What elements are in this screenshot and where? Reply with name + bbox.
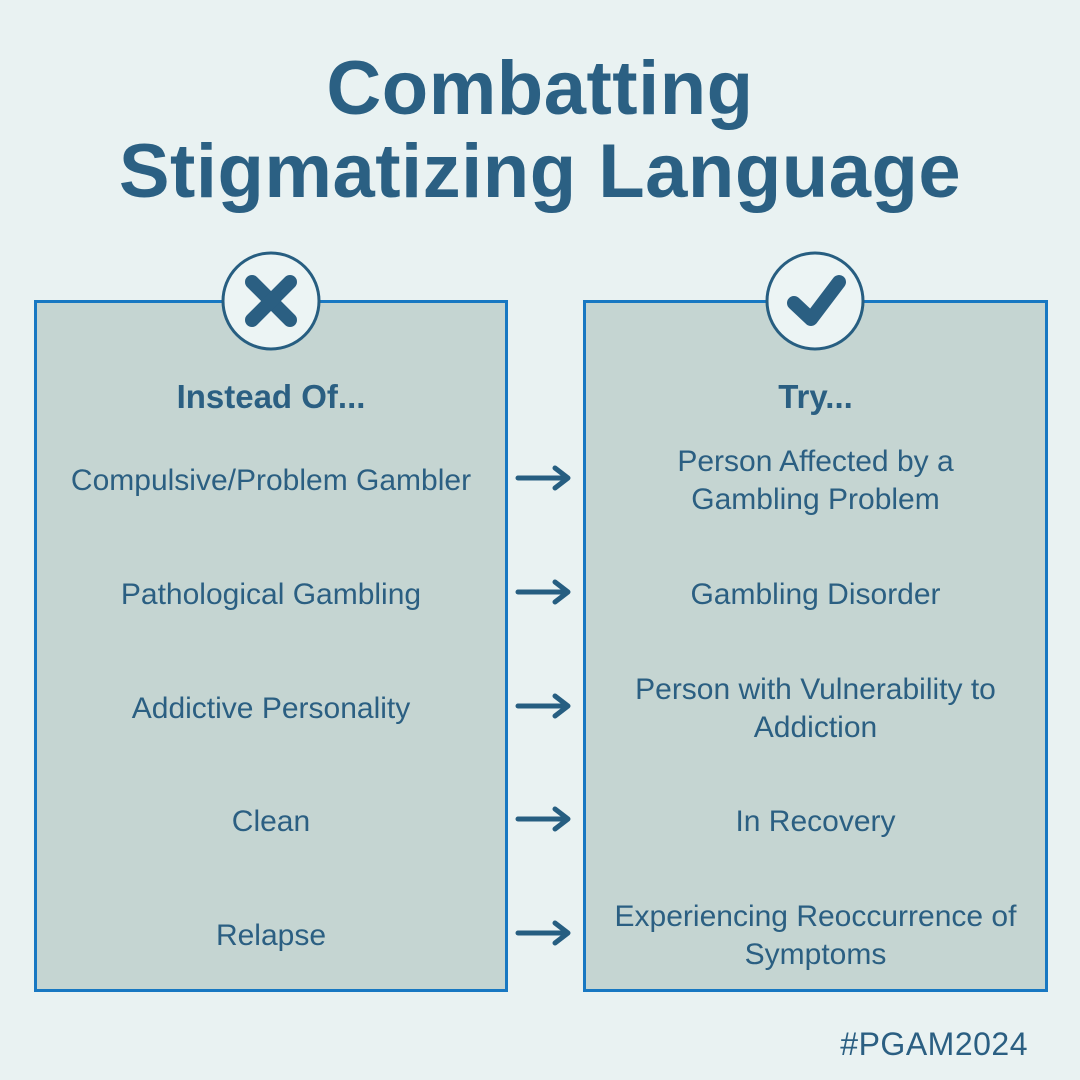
instead-of-item: Compulsive/Problem Gambler: [70, 464, 472, 498]
instead-of-item: Relapse: [215, 919, 327, 953]
try-item: Person Affected by a Gambling Problem: [677, 445, 954, 516]
page-title: Combatting Stigmatizing Language: [0, 46, 1080, 214]
try-header: Try...: [778, 378, 853, 415]
instead-of-header: Instead Of...: [176, 378, 366, 415]
arrow-right-icon: [515, 920, 575, 946]
try-panel: Try... Person Affected by a Gambling Pro…: [583, 300, 1048, 992]
try-item: In Recovery: [735, 805, 896, 839]
arrow-right-icon: [515, 465, 575, 491]
page-title-line-1: Combatting: [326, 46, 754, 131]
hashtag: #PGAM2024: [840, 1026, 1028, 1062]
try-item: Person with Vulnerability to Addiction: [635, 673, 996, 744]
arrow-right-icon: [515, 806, 575, 832]
instead-of-panel: Instead Of... Compulsive/Problem Gambler…: [34, 300, 508, 992]
check-icon: [763, 249, 867, 353]
try-item: Gambling Disorder: [690, 578, 941, 612]
try-item: Experiencing Reoccurrence of Symptoms: [614, 900, 1017, 971]
instead-of-item: Addictive Personality: [131, 692, 411, 726]
instead-of-item: Clean: [231, 805, 311, 839]
arrow-right-icon: [515, 693, 575, 719]
arrow-right-icon: [515, 579, 575, 605]
instead-of-item: Pathological Gambling: [120, 578, 422, 612]
x-icon: [219, 249, 323, 353]
page-title-line-2: Stigmatizing Language: [118, 128, 962, 214]
